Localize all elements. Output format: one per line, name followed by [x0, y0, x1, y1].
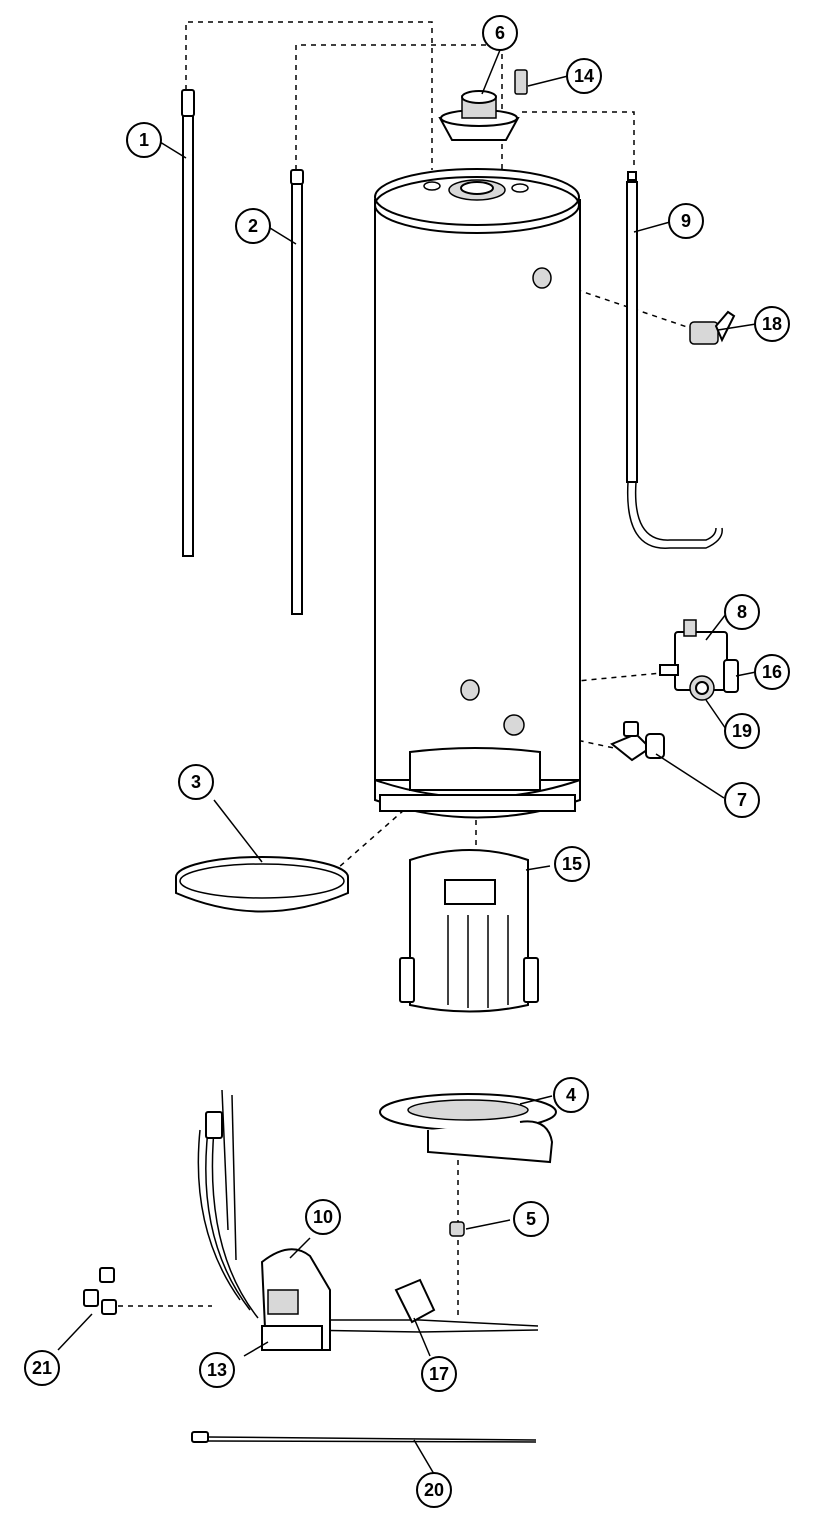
callout-label-2: 2 — [248, 216, 258, 236]
control-knob-19 — [689, 675, 715, 701]
callout-label-18: 18 — [762, 314, 782, 334]
drain-tube-9 — [626, 171, 723, 549]
callout-label-3: 3 — [191, 772, 201, 792]
access-door-15 — [399, 849, 539, 1013]
fitting-16 — [723, 659, 739, 693]
callout-label-10: 10 — [313, 1207, 333, 1227]
callout-9: 9 — [668, 203, 704, 239]
base-ring-3 — [175, 856, 349, 913]
callout-18: 18 — [754, 306, 790, 342]
callout-2: 2 — [235, 208, 271, 244]
callout-4: 4 — [553, 1077, 589, 1113]
callout-label-16: 16 — [762, 662, 782, 682]
callout-label-1: 1 — [139, 130, 149, 150]
dip-tube-2 — [290, 169, 304, 615]
relief-valve-18 — [689, 310, 736, 345]
orifice-5 — [449, 1221, 465, 1237]
callout-13: 13 — [199, 1352, 235, 1388]
callout-15: 15 — [554, 846, 590, 882]
callout-label-15: 15 — [562, 854, 582, 874]
callout-label-19: 19 — [732, 721, 752, 741]
callout-14: 14 — [566, 58, 602, 94]
callout-1: 1 — [126, 122, 162, 158]
callout-label-5: 5 — [526, 1209, 536, 1229]
flue-fitting-6 — [438, 90, 520, 141]
callout-17: 17 — [421, 1356, 457, 1392]
callout-label-21: 21 — [32, 1358, 52, 1378]
callout-8: 8 — [724, 594, 760, 630]
callout-label-13: 13 — [207, 1360, 227, 1380]
callout-label-8: 8 — [737, 602, 747, 622]
callout-21: 21 — [24, 1350, 60, 1386]
burner-4 — [379, 1093, 557, 1164]
callout-16: 16 — [754, 654, 790, 690]
leader-lines — [57, 49, 757, 1475]
callout-3: 3 — [178, 764, 214, 800]
pilot-harness — [197, 1089, 539, 1333]
sensor-rod-20 — [191, 1431, 537, 1443]
callout-label-4: 4 — [566, 1085, 576, 1105]
callout-6: 6 — [482, 15, 518, 51]
callout-19: 19 — [724, 713, 760, 749]
callout-20: 20 — [416, 1472, 452, 1508]
control-module-10 — [260, 1248, 331, 1351]
water-heater-tank — [374, 168, 581, 819]
anode-rod-1 — [181, 89, 195, 557]
fitting-14 — [514, 69, 528, 95]
callout-label-9: 9 — [681, 211, 691, 231]
callout-label-17: 17 — [429, 1364, 449, 1384]
drain-valve-7 — [610, 721, 665, 762]
clips-21 — [83, 1267, 117, 1315]
callout-label-14: 14 — [574, 66, 594, 86]
callout-label-6: 6 — [495, 23, 505, 43]
callout-10: 10 — [305, 1199, 341, 1235]
callout-5: 5 — [513, 1201, 549, 1237]
callout-label-7: 7 — [737, 790, 747, 810]
callout-7: 7 — [724, 782, 760, 818]
callout-label-20: 20 — [424, 1480, 444, 1500]
